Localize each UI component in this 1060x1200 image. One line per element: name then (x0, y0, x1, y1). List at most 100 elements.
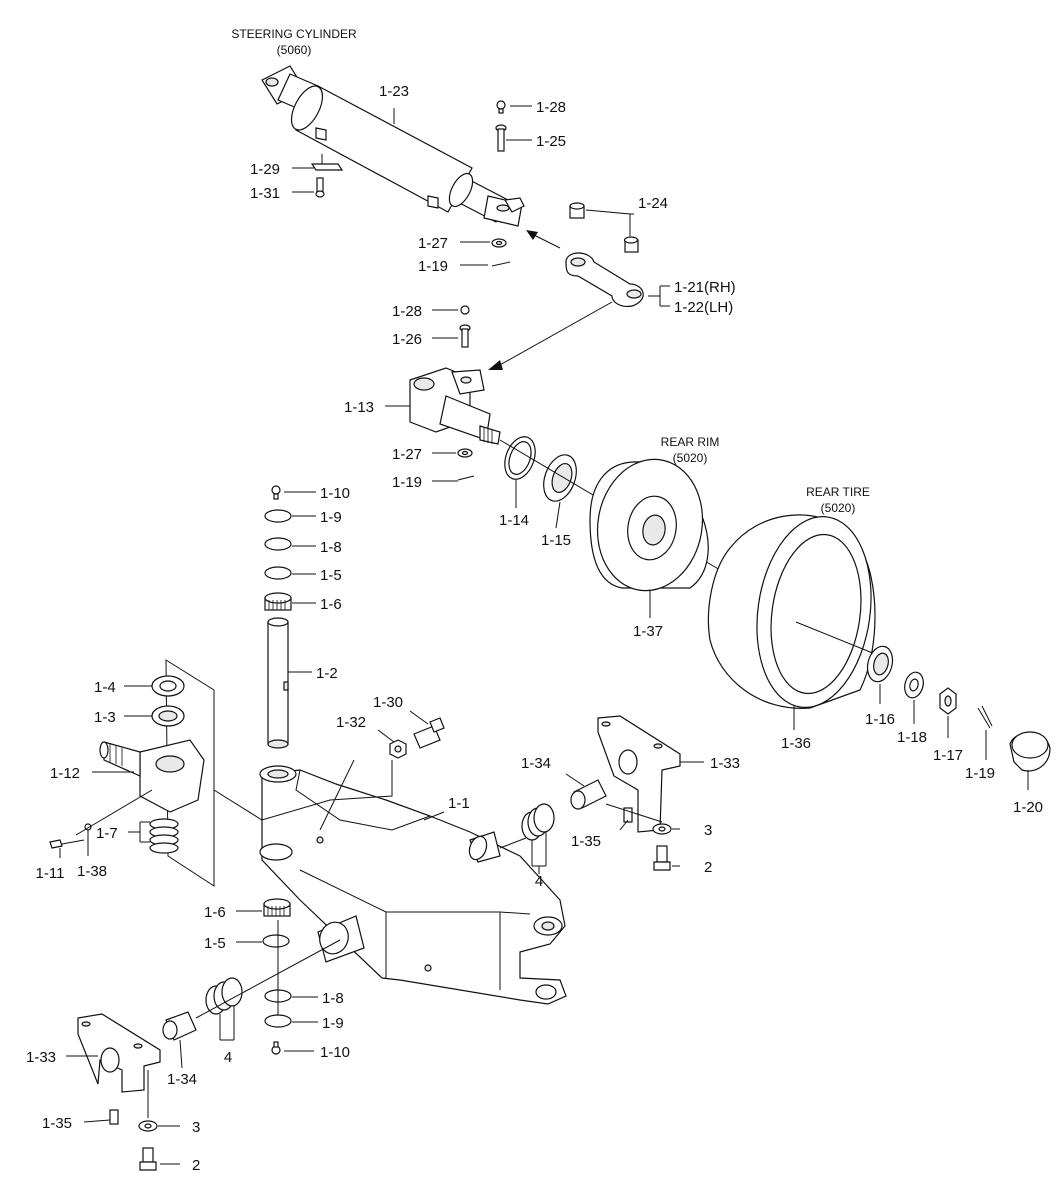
callout-label: 1-19 (965, 765, 995, 782)
callout-label: 1-7 (96, 825, 118, 842)
part-1-15-bearing (543, 454, 577, 502)
steering-cylinder (261, 65, 525, 227)
part-3-washer-left (138, 1120, 158, 1132)
callout-label: 1-5 (204, 935, 226, 952)
part-1-28-grease-fitting-top (496, 100, 506, 114)
callout-label: 1-13 (344, 399, 374, 416)
part-1-32-nut (389, 739, 407, 759)
part-1-36-rear-tire (707, 514, 876, 709)
callout-label: 1-33 (26, 1049, 56, 1066)
callout-label: 1-1 (448, 795, 470, 812)
part-1-21-steering-link (565, 252, 644, 307)
callout-label: 1-28 (536, 99, 566, 116)
callout-label: 2 (192, 1157, 200, 1174)
callout-label: 1-15 (541, 532, 571, 549)
part-1-27-washer-mid (457, 448, 473, 458)
part-1-27-washer-top (491, 238, 507, 248)
callout-label: 1-38 (77, 863, 107, 880)
part-4-spring-right (521, 803, 555, 841)
callout-label: 2 (704, 859, 712, 876)
callout-label: 1-33 (710, 755, 740, 772)
part-1-6-needle-bearing (264, 592, 292, 611)
part-1-9-snap-ring (264, 509, 292, 523)
callout-label: 1-16 (865, 711, 895, 728)
part-1-35-grease-right (623, 807, 633, 823)
callout-label: 4 (224, 1049, 232, 1066)
callout-label: 1-31 (250, 185, 280, 202)
part-1-31-bolt (315, 177, 325, 198)
part-1-11-bolt (49, 839, 85, 849)
part-1-8-shim (264, 537, 292, 551)
part-1-20-hub-cap (1009, 731, 1051, 772)
part-1-6-needle-bearing-lower (263, 898, 291, 917)
part-1-5-shim (264, 566, 292, 580)
callout-label: 1-24 (638, 195, 668, 212)
part-1-18-washer (904, 671, 924, 699)
leader-lines (59, 105, 1029, 1165)
part-1-29-bracket (310, 154, 344, 171)
guide-line (213, 760, 393, 821)
part-3-washer-right (652, 823, 672, 835)
callout-label: 1-25 (536, 133, 566, 150)
part-1-10-grease-fitting (271, 485, 281, 500)
callout-label: 1-35 (571, 833, 601, 850)
callout-label: 1-4 (94, 679, 116, 696)
part-1-5-shim-lower (262, 934, 290, 948)
caption-rear-rim: REAR RIM (661, 435, 720, 449)
part-1-3-bearing (151, 705, 185, 727)
callout-label: 1-26 (392, 331, 422, 348)
callout-label: 1-36 (781, 735, 811, 752)
caption-steering-cylinder: STEERING CYLINDER (231, 27, 357, 41)
part-1-34-bushing-left (162, 1011, 197, 1041)
callout-label: 1-27 (392, 446, 422, 463)
part-1-35-grease-left (109, 1109, 119, 1125)
callout-label: 1-32 (336, 714, 366, 731)
part-1-34-bushing-right (570, 779, 607, 810)
callout-label: 1-28 (392, 303, 422, 320)
callout-label: 1-14 (499, 512, 529, 529)
callout-label: 1-34 (521, 755, 551, 772)
callout-label: 1-3 (94, 709, 116, 726)
callout-label: 1-8 (322, 990, 344, 1007)
callout-label: 1-30 (373, 694, 403, 711)
assembly-arrows (488, 230, 613, 370)
callout-label: 1-19 (392, 474, 422, 491)
part-1-25-pin (495, 124, 507, 152)
callout-label: 1-19 (418, 258, 448, 275)
part-1-13-knuckle (409, 367, 501, 445)
callout-label: 1-21(RH) (674, 279, 736, 296)
callout-label: 1-2 (316, 665, 338, 682)
part-1-12-knuckle (99, 739, 205, 813)
callout-label: 1-29 (250, 161, 280, 178)
callout-label: 1-12 (50, 765, 80, 782)
callout-label: 1-10 (320, 485, 350, 502)
caption-steering-cylinder-ref: (5060) (277, 43, 312, 57)
part-1-1-rear-axle (259, 765, 567, 1005)
part-1-19-cotter-right (977, 705, 993, 729)
callout-label: 1-11 (36, 865, 65, 882)
callout-label: 1-23 (379, 83, 409, 100)
callout-label: 1-9 (322, 1015, 344, 1032)
caption-rear-rim-ref: (5020) (673, 451, 708, 465)
part-2-bolt-right (653, 845, 671, 871)
part-1-7-spring (149, 818, 179, 854)
part-1-2-kingpin (267, 617, 289, 749)
part-1-30-bolt (413, 717, 445, 749)
callout-label: 3 (192, 1119, 200, 1136)
callout-label: 1-6 (204, 904, 226, 921)
part-1-4-seal (151, 675, 185, 697)
callout-label: 1-9 (320, 509, 342, 526)
part-1-17-nut (939, 687, 957, 715)
part-1-33-bracket-left (77, 1013, 161, 1093)
callout-label: 4 (535, 873, 543, 890)
part-1-19-cotter-mid (457, 475, 475, 481)
part-1-24-bushings (569, 202, 639, 253)
callout-label: 1-18 (897, 729, 927, 746)
callout-labels: 1-23 1-28 1-25 1-29 1-31 1-24 1-27 1-19 … (26, 83, 1043, 1174)
callout-label: 1-22(LH) (674, 299, 733, 316)
callout-label: 1-6 (320, 596, 342, 613)
part-1-10-grease-fitting-lower (271, 1041, 281, 1055)
caption-rear-tire-ref: (5020) (821, 501, 856, 515)
callout-label: 1-35 (42, 1115, 72, 1132)
